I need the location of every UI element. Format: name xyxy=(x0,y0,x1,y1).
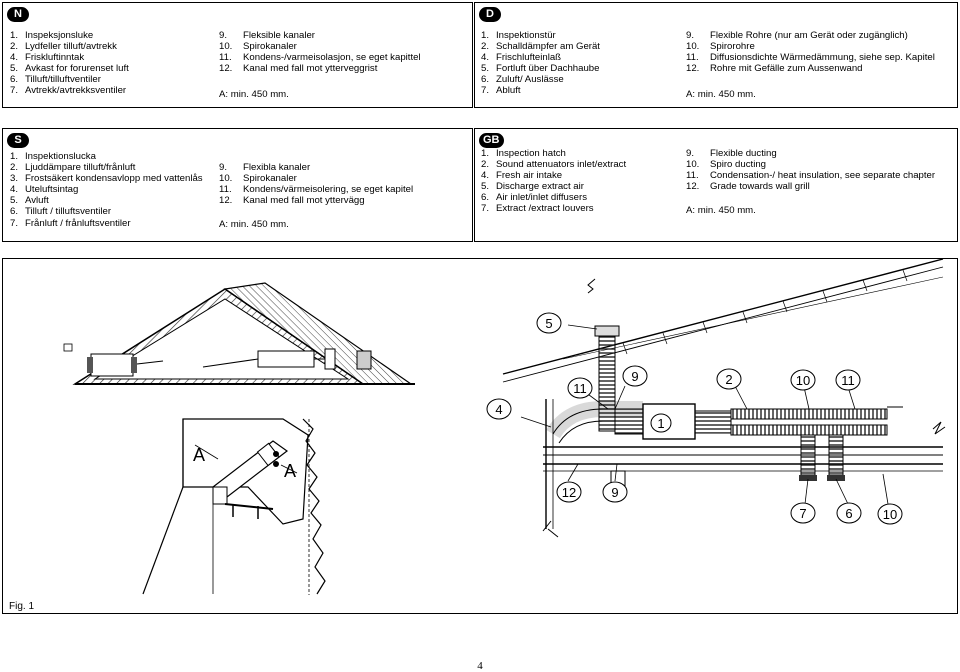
callout-number: 5 xyxy=(545,316,552,331)
attic-section-drawing xyxy=(63,282,415,385)
legend-item: 12.Grade towards wall grill xyxy=(686,181,810,193)
callout-circle xyxy=(536,312,562,334)
legend-item: 1.Inspection hatch xyxy=(481,148,566,159)
legend-item: 9.Flexible ducting xyxy=(686,148,777,159)
legend-item: 9.Fleksible kanaler xyxy=(219,30,315,41)
english-legend-panel: GB 1.Inspection hatch 2.Sound attenuator… xyxy=(474,128,958,242)
legend-item: 12.Rohre mit Gefälle zum Aussenwand xyxy=(686,63,863,75)
legend-item: 10.Spiro ducting xyxy=(686,159,766,171)
legend-item: 7.Abluft xyxy=(481,85,521,97)
legend-item: 11.Kondens/värmeisolering, se eget kapit… xyxy=(219,184,414,196)
callout-circle xyxy=(877,503,903,525)
legend-item: 1.Inspektionstür xyxy=(481,30,556,41)
legend-item: 12.Kanal med fall mot ytterveggrist xyxy=(219,63,378,75)
legend-item: 7.Frånluft / frånluftsventiler xyxy=(10,217,131,229)
legend-item: 6.Tilluft/tilluftventiler xyxy=(10,74,101,86)
callout-circle xyxy=(836,502,862,524)
figure-caption: Fig. 1 xyxy=(9,601,35,612)
legend-item: 4.Uteluftsintag xyxy=(10,184,79,196)
callout-number: 7 xyxy=(799,506,806,521)
legend-item: 3.Frostsäkert kondensavlopp med vattenlå… xyxy=(10,173,203,185)
callout-number: 2 xyxy=(725,372,732,387)
callout-number: 9 xyxy=(611,485,618,500)
legend-item: 5.Fortluft über Dachhaube xyxy=(481,63,600,75)
ventilation-installation-illustration: A A xyxy=(63,259,946,595)
callout-number: 9 xyxy=(631,369,638,384)
legend-item: 2.Lydfeller tilluft/avtrekk xyxy=(10,41,117,53)
wall-mount-drawing: A A xyxy=(142,418,326,595)
legend-item: 5.Avkast for forurenset luft xyxy=(10,63,129,75)
legend-item: 1.Inspektionslucka xyxy=(10,151,96,162)
legend-item: 5.Discharge extract air xyxy=(481,181,584,193)
callout-number: 10 xyxy=(883,507,897,522)
legend-item: 4.Fresh air intake xyxy=(481,170,563,182)
callout-number: 11 xyxy=(841,373,855,388)
callout-circle xyxy=(486,398,512,420)
dimension-label: A xyxy=(284,461,296,481)
dimension-label: A xyxy=(193,445,205,465)
callout-number: 11 xyxy=(573,381,587,396)
callout-circle xyxy=(556,481,582,503)
callout-circle xyxy=(650,413,672,433)
swedish-legend-left: 1.Inspektionslucka 2.Ljuddämpare tilluft… xyxy=(10,151,203,229)
legend-item: 2.Ljuddämpare tilluft/frånluft xyxy=(10,162,136,174)
german-legend-right: 9.Flexible Rohre (nur am Gerät oder zugä… xyxy=(686,30,935,74)
swedish-min-distance-note: A: min. 450 mm. xyxy=(219,219,289,230)
legend-item: 9.Flexible Rohre (nur am Gerät oder zugä… xyxy=(686,30,908,41)
norwegian-legend-right: 9.Fleksible kanaler 10.Spirokanaler 11.K… xyxy=(219,30,421,74)
callout-number: 4 xyxy=(495,402,502,417)
legend-item: 11.Kondens-/varmeisolasjon, se eget kapi… xyxy=(219,52,421,64)
callout-number: 12 xyxy=(562,485,576,500)
english-language-badge: GB xyxy=(479,133,504,148)
callout-number: 1 xyxy=(657,416,664,431)
callout-number: 6 xyxy=(845,506,852,521)
legend-item: 11.Diffusionsdichte Wärmedämmung, siehe … xyxy=(686,52,935,64)
legend-item: 6.Zuluft/ Auslässe xyxy=(481,74,564,86)
legend-item: 7.Extract /extract louvers xyxy=(481,203,594,215)
legend-item: 6.Air inlet/inlet diffusers xyxy=(481,192,588,204)
legend-item: 6.Tilluft / tilluftsventiler xyxy=(10,206,112,218)
callout-circle xyxy=(602,481,628,503)
legend-item: 10.Spirokanaler xyxy=(219,173,297,185)
figure-panel: A A xyxy=(2,258,958,614)
legend-item: 2.Schalldämpfer am Gerät xyxy=(481,41,600,53)
legend-item: 4.Frischlufteinlaß xyxy=(481,52,562,64)
callout-labels: 5 4 11 9 2 10 11 1 12 9 7 6 10 xyxy=(486,312,903,525)
callout-circle xyxy=(622,365,648,387)
callout-circle xyxy=(567,377,593,399)
legend-item: 7.Avtrekk/avtrekksventiler xyxy=(10,85,127,97)
legend-item: 10.Spirorohre xyxy=(686,41,755,53)
norwegian-min-distance-note: A: min. 450 mm. xyxy=(219,89,289,100)
german-language-badge: D xyxy=(479,7,501,22)
norwegian-language-badge: N xyxy=(7,7,29,22)
norwegian-legend-left: 1.Inspeksjonsluke 2.Lydfeller tilluft/av… xyxy=(10,30,129,97)
english-min-distance-note: A: min. 450 mm. xyxy=(686,205,756,216)
legend-item: 2.Sound attenuators inlet/extract xyxy=(481,159,627,171)
swedish-language-badge: S xyxy=(7,133,29,148)
swedish-legend-right: 9.Flexibla kanaler 10.Spirokanaler 11.Ko… xyxy=(219,162,413,206)
legend-item: 9.Flexibla kanaler xyxy=(219,162,311,173)
legend-item: 5.Avluft xyxy=(10,195,49,207)
swedish-legend-panel: S 1.Inspektionslucka 2.Ljuddämpare tillu… xyxy=(2,128,473,242)
callout-circle xyxy=(790,369,816,391)
callout-circle xyxy=(790,502,816,524)
norwegian-legend-panel: N 1.Inspeksjonsluke 2.Lydfeller tilluft/… xyxy=(2,2,473,108)
callout-circle xyxy=(716,368,742,390)
legend-item: 12.Kanal med fall mot yttervägg xyxy=(219,195,365,207)
english-legend-right: 9.Flexible ducting 10.Spiro ducting 11.C… xyxy=(686,148,935,192)
legend-item: 1.Inspeksjonsluke xyxy=(10,30,94,41)
english-legend-left: 1.Inspection hatch 2.Sound attenuators i… xyxy=(481,148,626,215)
legend-item: 10.Spirokanaler xyxy=(219,41,297,53)
page-number: 4 xyxy=(477,660,483,672)
german-legend-panel: D 1.Inspektionstür 2.Schalldämpfer am Ge… xyxy=(474,2,958,108)
legend-item: 11.Condensation-/ heat insulation, see s… xyxy=(686,170,936,182)
legend-item: 4.Friskluftinntak xyxy=(10,52,85,64)
callout-number: 10 xyxy=(796,373,810,388)
callout-circle xyxy=(835,369,861,391)
german-legend-left: 1.Inspektionstür 2.Schalldämpfer am Gerä… xyxy=(481,30,600,97)
german-min-distance-note: A: min. 450 mm. xyxy=(686,89,756,100)
